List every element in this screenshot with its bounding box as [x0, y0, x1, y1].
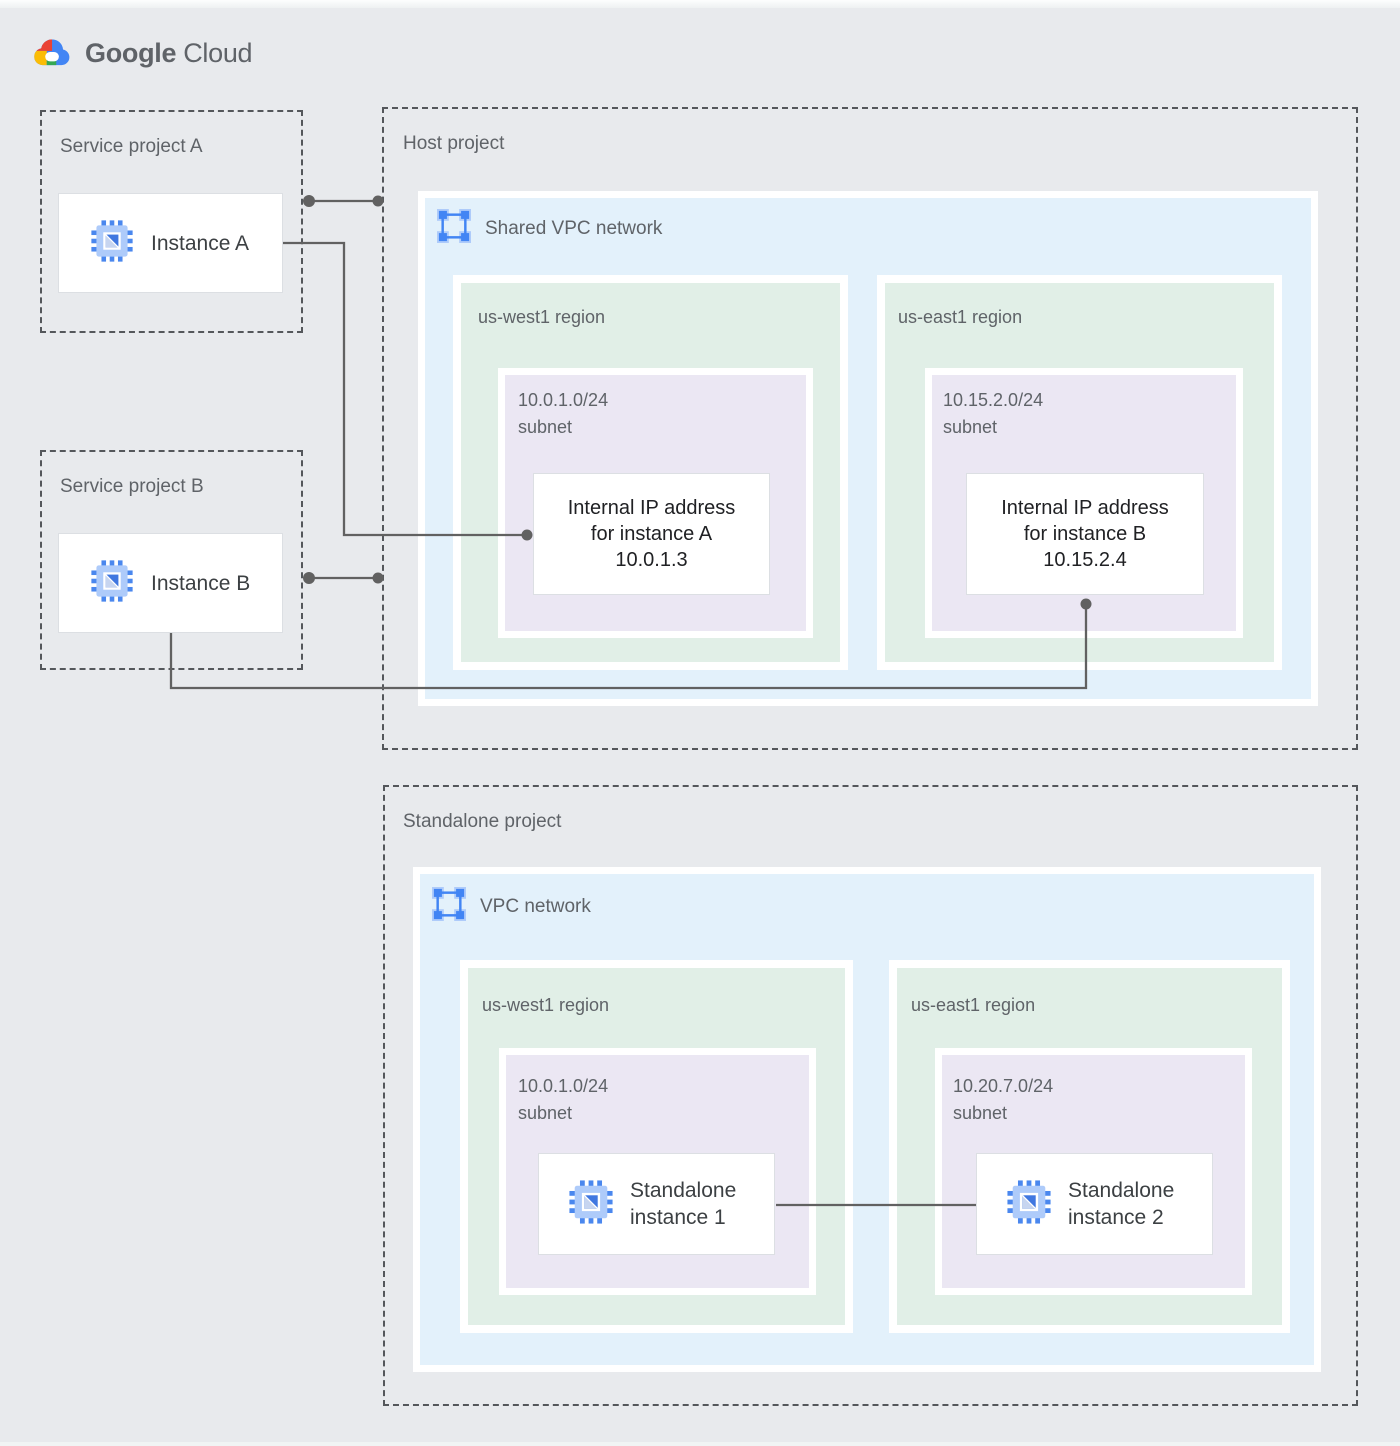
host-subnet-us-east1-label: 10.15.2.0/24 subnet	[943, 387, 1043, 441]
instance-b-label: Instance B	[151, 571, 251, 595]
vpc-network-box: VPC network us-west1 region 10.0.1.0/24 …	[413, 867, 1321, 1372]
subnet-word: subnet	[518, 1103, 573, 1123]
google-cloud-logo-icon	[30, 36, 72, 70]
subnet-word: subnet	[518, 417, 573, 437]
standalone-instance-1-label: Standalone instance 1	[630, 1177, 736, 1231]
ip-line-1: Internal IP address	[1001, 497, 1169, 519]
host-region-us-west1: us-west1 region 10.0.1.0/24 subnet Inter…	[453, 275, 848, 670]
vpc-network-label: VPC network	[480, 895, 591, 917]
service-project-a-title: Service project A	[60, 136, 203, 157]
ip-line-2: for instance A	[590, 523, 713, 545]
compute-engine-icon	[90, 559, 134, 608]
instance-a-card: Instance A	[58, 193, 283, 293]
compute-engine-icon	[1006, 1179, 1052, 1230]
standalone-subnet-us-west1: 10.0.1.0/24 subnet Standalone instance 1	[499, 1048, 816, 1295]
instance-line-1: Standalone	[1068, 1179, 1175, 1202]
instance-line-2: instance 2	[1068, 1206, 1164, 1229]
subnet-cidr: 10.0.1.0/24	[518, 390, 609, 410]
subnet-word: subnet	[953, 1103, 1008, 1123]
subnet-cidr: 10.0.1.0/24	[518, 1076, 609, 1096]
subnet-cidr: 10.15.2.0/24	[943, 390, 1044, 410]
standalone-region-us-east1: us-east1 region 10.20.7.0/24 subnet	[889, 960, 1290, 1333]
shared-vpc-network-header: Shared VPC network	[437, 209, 662, 248]
standalone-project-box: Standalone project VPC network us-west1 …	[383, 785, 1358, 1406]
ip-line-3: 10.0.1.3	[615, 549, 688, 571]
subnet-word: subnet	[943, 417, 998, 437]
host-project-box: Host project Shared VPC network us-west1…	[382, 107, 1358, 750]
connector-service-b-host	[303, 572, 384, 584]
standalone-subnet-us-west1-label: 10.0.1.0/24 subnet	[518, 1073, 608, 1127]
connector-service-a-host	[303, 195, 384, 207]
service-project-b-title: Service project B	[60, 476, 204, 497]
service-project-b-box: Service project B Instance B	[40, 450, 303, 670]
page-bottom-strip	[0, 1442, 1400, 1446]
standalone-subnet-us-east1: 10.20.7.0/24 subnet Standalone instance …	[935, 1048, 1252, 1295]
page-top-strip	[0, 0, 1400, 8]
standalone-region-us-east1-label: us-east1 region	[911, 995, 1036, 1015]
standalone-project-title: Standalone project	[403, 811, 562, 832]
host-subnet-us-east1: 10.15.2.0/24 subnet Internal IP address …	[925, 368, 1243, 638]
standalone-instance-2-card: Standalone instance 2	[976, 1153, 1213, 1255]
host-subnet-us-west1: 10.0.1.0/24 subnet Internal IP address f…	[498, 368, 813, 638]
compute-engine-icon	[90, 219, 134, 268]
instance-line-1: Standalone	[630, 1179, 737, 1202]
standalone-subnet-us-east1-label: 10.20.7.0/24 subnet	[953, 1073, 1053, 1127]
host-subnet-us-west1-label: 10.0.1.0/24 subnet	[518, 387, 608, 441]
logo-text-cloud: Cloud	[183, 37, 253, 68]
internal-ip-instance-b-card: Internal IP address for instance B 10.15…	[966, 473, 1204, 595]
ip-line-2: for instance B	[1023, 523, 1147, 545]
host-project-title: Host project	[403, 133, 505, 154]
internal-ip-instance-a-card: Internal IP address for instance A 10.0.…	[533, 473, 770, 595]
vpc-network-icon	[437, 209, 471, 248]
logo-text-google: Google	[85, 37, 177, 68]
instance-b-card: Instance B	[58, 533, 283, 633]
vpc-network-icon	[432, 887, 466, 926]
shared-vpc-network-label: Shared VPC network	[485, 217, 663, 239]
host-region-us-east1-label: us-east1 region	[898, 307, 1023, 327]
standalone-region-us-west1: us-west1 region 10.0.1.0/24 subnet	[460, 960, 853, 1333]
standalone-region-us-west1-label: us-west1 region	[482, 995, 610, 1015]
vpc-network-header: VPC network	[432, 887, 591, 926]
ip-line-3: 10.15.2.4	[1043, 549, 1127, 571]
standalone-instance-1-card: Standalone instance 1	[538, 1153, 775, 1255]
ip-line-1: Internal IP address	[567, 497, 736, 519]
host-region-us-east1: us-east1 region 10.15.2.0/24 subnet Inte…	[877, 275, 1282, 670]
service-project-a-box: Service project A Instance A	[40, 110, 303, 333]
instance-line-2: instance 1	[630, 1206, 726, 1229]
compute-engine-icon	[568, 1179, 614, 1230]
instance-a-label: Instance A	[151, 231, 250, 255]
host-region-us-west1-label: us-west1 region	[478, 307, 606, 327]
subnet-cidr: 10.20.7.0/24	[953, 1076, 1054, 1096]
standalone-instance-2-label: Standalone instance 2	[1068, 1177, 1174, 1231]
shared-vpc-network-box: Shared VPC network us-west1 region 10.0.…	[418, 191, 1318, 706]
